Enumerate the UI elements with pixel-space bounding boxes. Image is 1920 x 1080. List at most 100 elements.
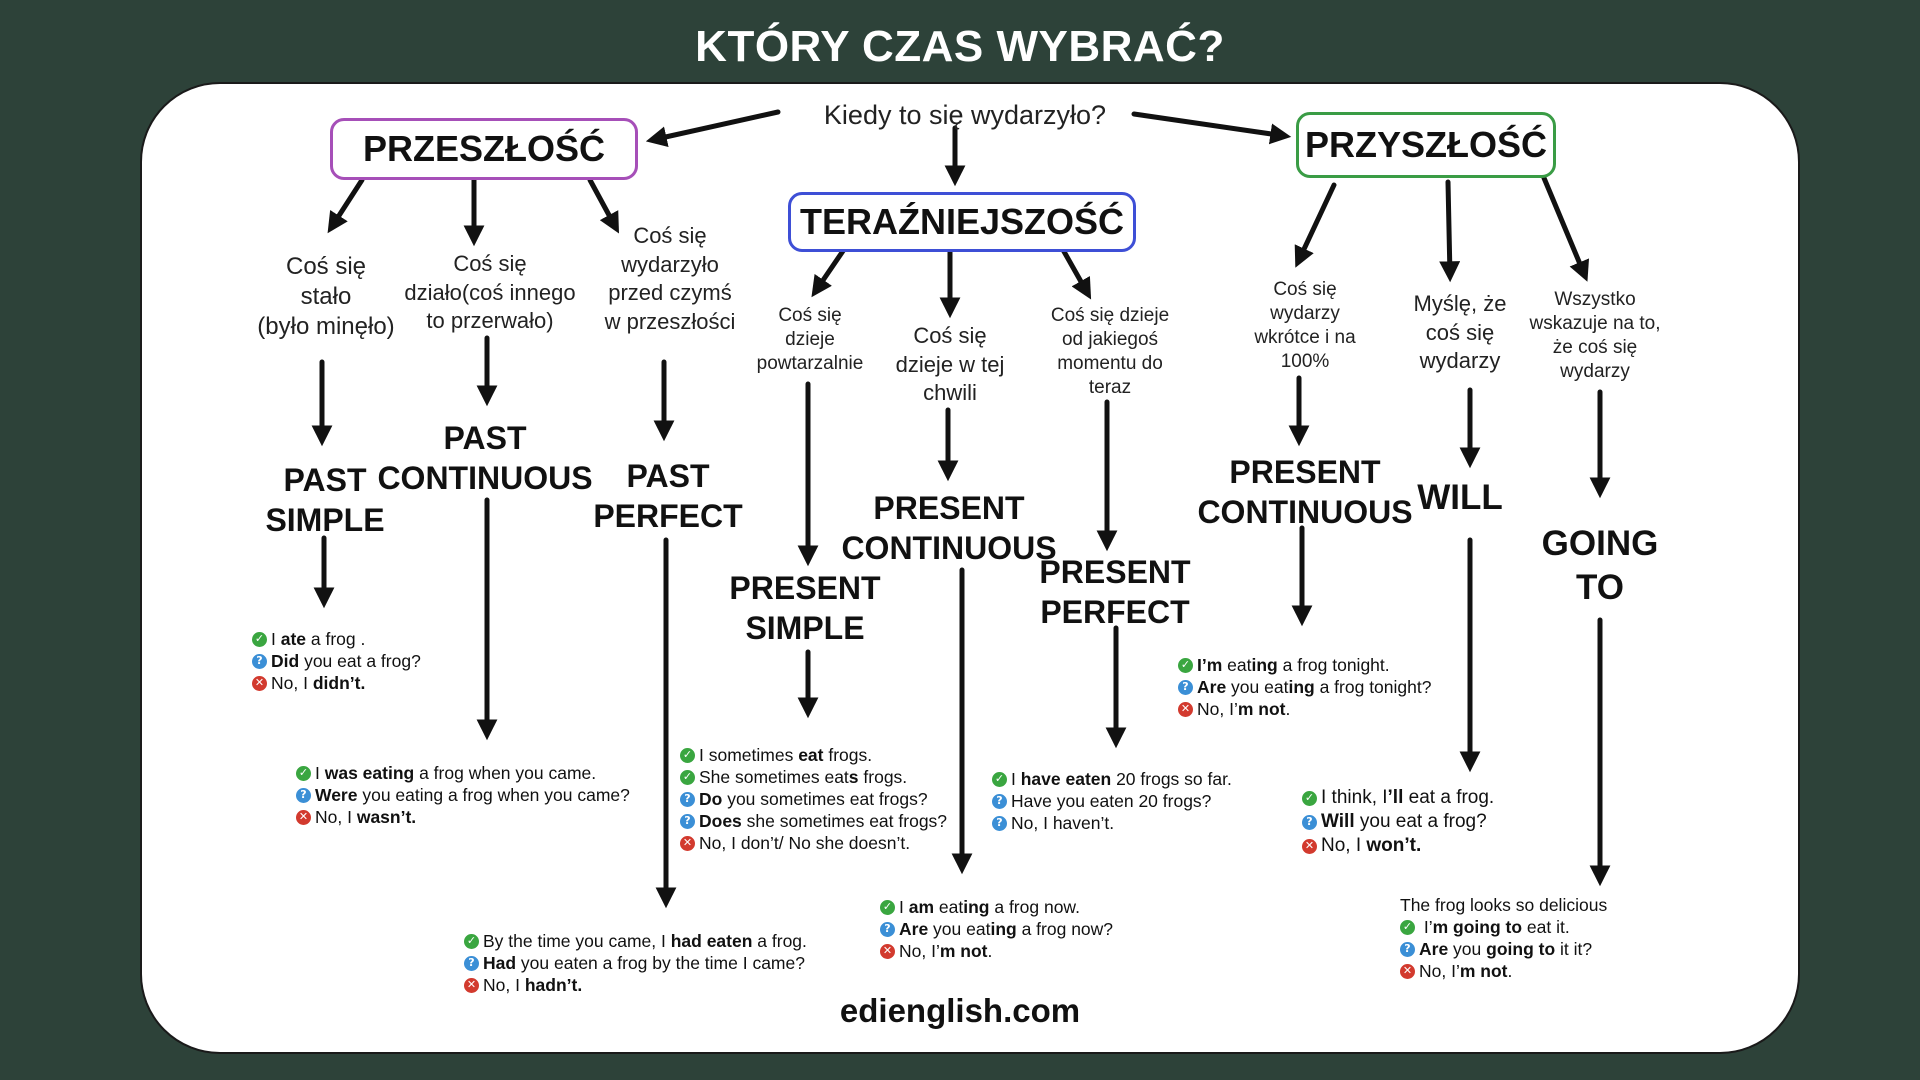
- example-fragment: No, I: [483, 975, 525, 995]
- example-line: ✓I sometimes eat frogs.: [680, 744, 947, 766]
- example-text: Does she sometimes eat frogs?: [699, 810, 947, 832]
- question-line: momentu do: [1057, 353, 1163, 375]
- question-line: Coś się: [633, 223, 707, 248]
- examples-present-continuous: ✓I am eating a frog now.?Are you eating …: [880, 896, 1113, 962]
- example-highlight: didn’t.: [312, 673, 366, 693]
- example-text: No, I didn’t.: [271, 672, 365, 694]
- example-line: ?Will you eat a frog?: [1302, 810, 1494, 834]
- header-future: PRZYSZŁOŚĆ: [1296, 112, 1556, 178]
- example-line: ✓I think, I’ll eat a frog.: [1302, 786, 1494, 810]
- example-highlight: ing: [1251, 655, 1278, 675]
- question-icon: ?: [880, 921, 895, 937]
- example-fragment: I: [315, 763, 325, 783]
- example-fragment: a frog.: [752, 931, 807, 951]
- examples-past-continuous: ✓I was eating a frog when you came.?Were…: [296, 762, 630, 828]
- example-text: No, I won’t.: [1321, 834, 1421, 858]
- footer-website: edienglish.com: [839, 992, 1081, 1029]
- question-icon: ?: [464, 955, 479, 971]
- examples-future-will: ✓I think, I’ll eat a frog.?Will you eat …: [1302, 786, 1494, 858]
- example-highlight: had eaten: [670, 931, 753, 951]
- cross-icon: ✕: [1400, 963, 1415, 979]
- example-text: I am eating a frog now.: [899, 896, 1080, 918]
- example-line: ?Does she sometimes eat frogs?: [680, 810, 947, 832]
- example-highlight: m going to: [1432, 917, 1523, 937]
- check-icon: ✓: [992, 771, 1007, 787]
- example-fragment: No, I: [315, 807, 357, 827]
- question-line: że coś się: [1552, 337, 1638, 359]
- question-line: stało: [300, 283, 352, 310]
- example-fragment: I: [271, 629, 281, 649]
- cross-icon: ✕: [464, 977, 479, 993]
- cross-icon: ✕: [296, 809, 311, 825]
- question-line: Coś się: [453, 251, 527, 276]
- examples-past-simple: ✓I ate a frog .?Did you eat a frog?✕No, …: [252, 628, 421, 694]
- question-line: Myślę, że: [1413, 291, 1507, 316]
- example-fragment: you eating a frog when you came?: [357, 785, 630, 805]
- example-fragment: a frog .: [306, 629, 366, 649]
- question-line: wkrótce i na: [1254, 327, 1356, 349]
- example-text: I was eating a frog when you came.: [315, 762, 596, 784]
- tense-line: TO: [1576, 567, 1624, 607]
- example-fragment: a frog now?: [1016, 919, 1114, 939]
- check-icon: ✓: [464, 933, 479, 949]
- question-icon: ?: [296, 787, 311, 803]
- example-text: No, I haven’t.: [1011, 812, 1114, 834]
- example-line: ?Are you eating a frog tonight?: [1178, 676, 1431, 698]
- question-line: Coś się: [913, 323, 987, 348]
- question-line: Wszystko: [1554, 289, 1636, 310]
- question-line: coś się: [1425, 319, 1495, 345]
- tense-line: PRESENT: [1039, 554, 1191, 590]
- example-line: ?Are you eating a frog now?: [880, 918, 1113, 940]
- question-line: powtarzalnie: [756, 353, 864, 375]
- example-line: ?Did you eat a frog?: [252, 650, 421, 672]
- example-fragment: eat it.: [1522, 917, 1570, 937]
- tense-line: PERFECT: [593, 498, 743, 534]
- example-highlight: m not: [939, 941, 988, 961]
- example-line: ✓I have eaten 20 frogs so far.: [992, 768, 1232, 790]
- examples-present-simple: ✓I sometimes eat frogs.✓She sometimes ea…: [680, 744, 947, 854]
- root-question: Kiedy to się wydarzyło?: [823, 100, 1107, 130]
- example-line: ✓ I’m going to eat it.: [1400, 916, 1607, 938]
- example-highlight: s: [848, 767, 859, 787]
- question-line: działo(coś innego: [404, 279, 576, 305]
- example-fragment: eat: [1222, 655, 1252, 675]
- example-line: ✕No, I’m not.: [1178, 698, 1431, 720]
- page-title: KTÓRY CZAS WYBRAĆ?: [695, 22, 1225, 71]
- example-highlight: Are: [1419, 939, 1449, 959]
- example-text: No, I’m not.: [1419, 960, 1512, 982]
- example-line: ?Had you eaten a frog by the time I came…: [464, 952, 807, 974]
- tense-line: CONTINUOUS: [1197, 494, 1413, 530]
- example-fragment: you eaten a frog by the time I came?: [516, 953, 805, 973]
- example-fragment: No, I: [1321, 835, 1367, 856]
- example-fragment: frogs.: [858, 767, 908, 787]
- example-fragment: 20 frogs so far.: [1111, 769, 1232, 789]
- example-text: I think, I’ll eat a frog.: [1321, 786, 1494, 810]
- example-text: Had you eaten a frog by the time I came?: [483, 952, 805, 974]
- example-highlight: won’t.: [1366, 835, 1422, 856]
- example-text: No, I’m not.: [899, 940, 992, 962]
- example-line: ✕No, I hadn’t.: [464, 974, 807, 996]
- example-highlight: wasn’t.: [356, 807, 417, 827]
- example-fragment: a frog when you came.: [414, 763, 597, 783]
- tense-line: CONTINUOUS: [377, 460, 593, 496]
- example-fragment: a frog tonight.: [1277, 655, 1390, 675]
- example-text: I’m going to eat it.: [1419, 916, 1570, 938]
- question-icon: ?: [1302, 814, 1317, 830]
- tense-future-will: WILL: [1400, 476, 1520, 520]
- question-icon: ?: [680, 791, 695, 807]
- example-highlight: Are: [899, 919, 929, 939]
- check-icon: ✓: [880, 899, 895, 915]
- example-line: ✕No, I won’t.: [1302, 834, 1494, 858]
- example-fragment: you eat: [928, 919, 991, 939]
- question-line: wydarzyło: [621, 251, 719, 277]
- tense-line: PAST: [283, 462, 367, 498]
- check-icon: ✓: [1178, 657, 1193, 673]
